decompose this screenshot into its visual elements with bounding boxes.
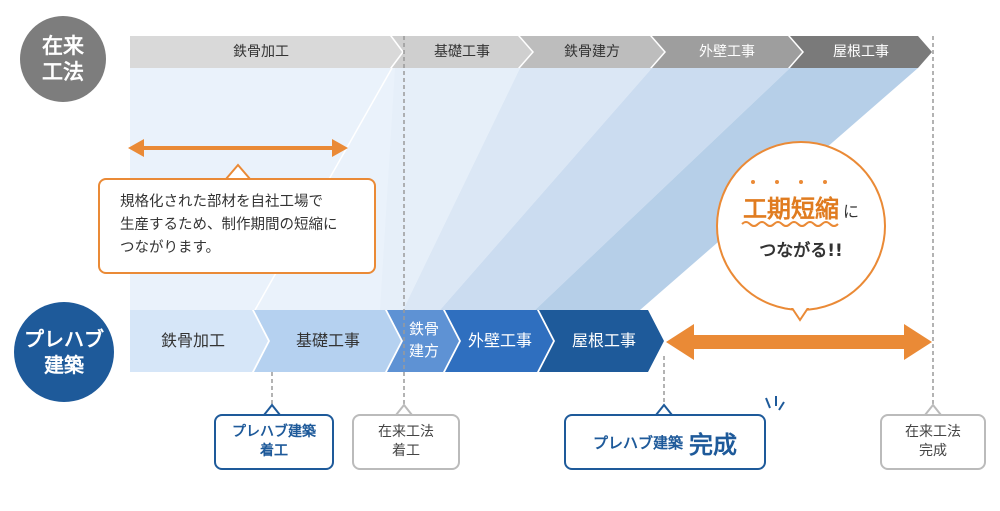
tag-prefab-done: プレハブ建築完成: [564, 414, 766, 470]
pre-seg-3: [387, 310, 459, 372]
traditional-bar: [130, 36, 932, 68]
prefab-step-1: 鉄骨加工: [160, 331, 225, 350]
prefab-step-4: 外壁工事: [467, 331, 532, 350]
reduction-arrow-top: [128, 139, 348, 157]
pre-seg-4: [445, 310, 553, 372]
prefab-step-3: 鉄骨 建方: [408, 320, 439, 360]
sparkle-icon: [765, 396, 785, 411]
trad-step-4: 外壁工事: [699, 44, 755, 60]
pre-seg-5: [539, 310, 664, 372]
trad-step-5: 屋根工事: [833, 44, 889, 60]
bubble-highlight: 工期短縮: [742, 195, 839, 223]
prefab-method-label: プレハブ 建築: [14, 302, 114, 402]
tag-prefab-done-big: 完成: [689, 430, 737, 459]
trad-seg-3: [520, 36, 664, 68]
pre-seg-2: [254, 310, 401, 372]
trad-seg-2: [392, 36, 532, 68]
traditional-method-label: 在来 工法: [20, 16, 106, 102]
band-exterior: [440, 68, 790, 310]
band-foundation: [380, 68, 520, 310]
trad-seg-5: [790, 36, 932, 68]
trad-step-3: 鉄骨建方: [564, 44, 620, 60]
reduction-arrow-bottom: [666, 324, 932, 360]
tag-trad-start: 在来工法 着工: [352, 414, 460, 470]
prefab-step-2: 基礎工事: [295, 331, 360, 350]
pre-seg-1: [130, 310, 268, 372]
band-steel-erection: [403, 68, 652, 310]
speech-bubble: [716, 141, 886, 322]
prefab-bar: [130, 310, 664, 372]
note-box: 規格化された部材を自社工場で 生産するため、制作期間の短縮に つながります。: [98, 178, 376, 274]
tag-prefab-done-prefix: プレハブ建築: [592, 433, 683, 452]
trad-step-1: 鉄骨加工: [233, 44, 289, 60]
tag-prefab-start: プレハブ建築 着工: [214, 414, 334, 470]
bubble-subline: つながる!!: [759, 241, 843, 261]
trad-step-2: 基礎工事: [434, 44, 490, 60]
trad-seg-4: [652, 36, 802, 68]
bubble-headline: 工期短縮に: [738, 189, 864, 224]
prefab-step-5: 屋根工事: [571, 331, 636, 350]
trad-seg-1: [130, 36, 402, 68]
bubble-suffix: に: [842, 202, 859, 221]
tag-trad-done: 在来工法 完成: [880, 414, 986, 470]
